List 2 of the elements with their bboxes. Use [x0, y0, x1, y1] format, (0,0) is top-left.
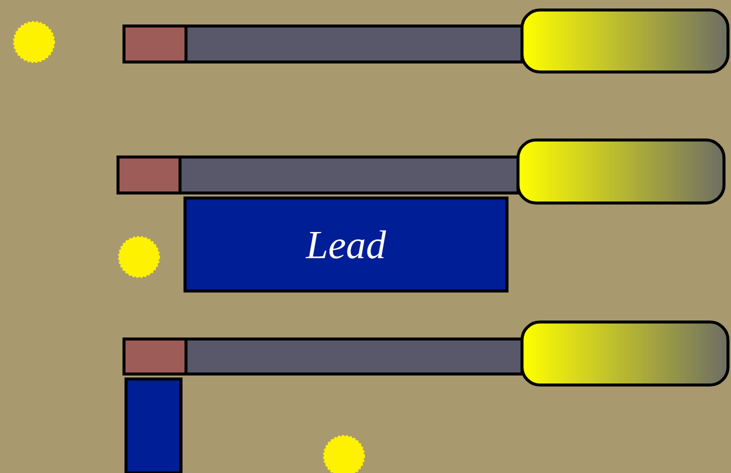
- block: Lead: [184, 196, 508, 292]
- block: [124, 378, 182, 473]
